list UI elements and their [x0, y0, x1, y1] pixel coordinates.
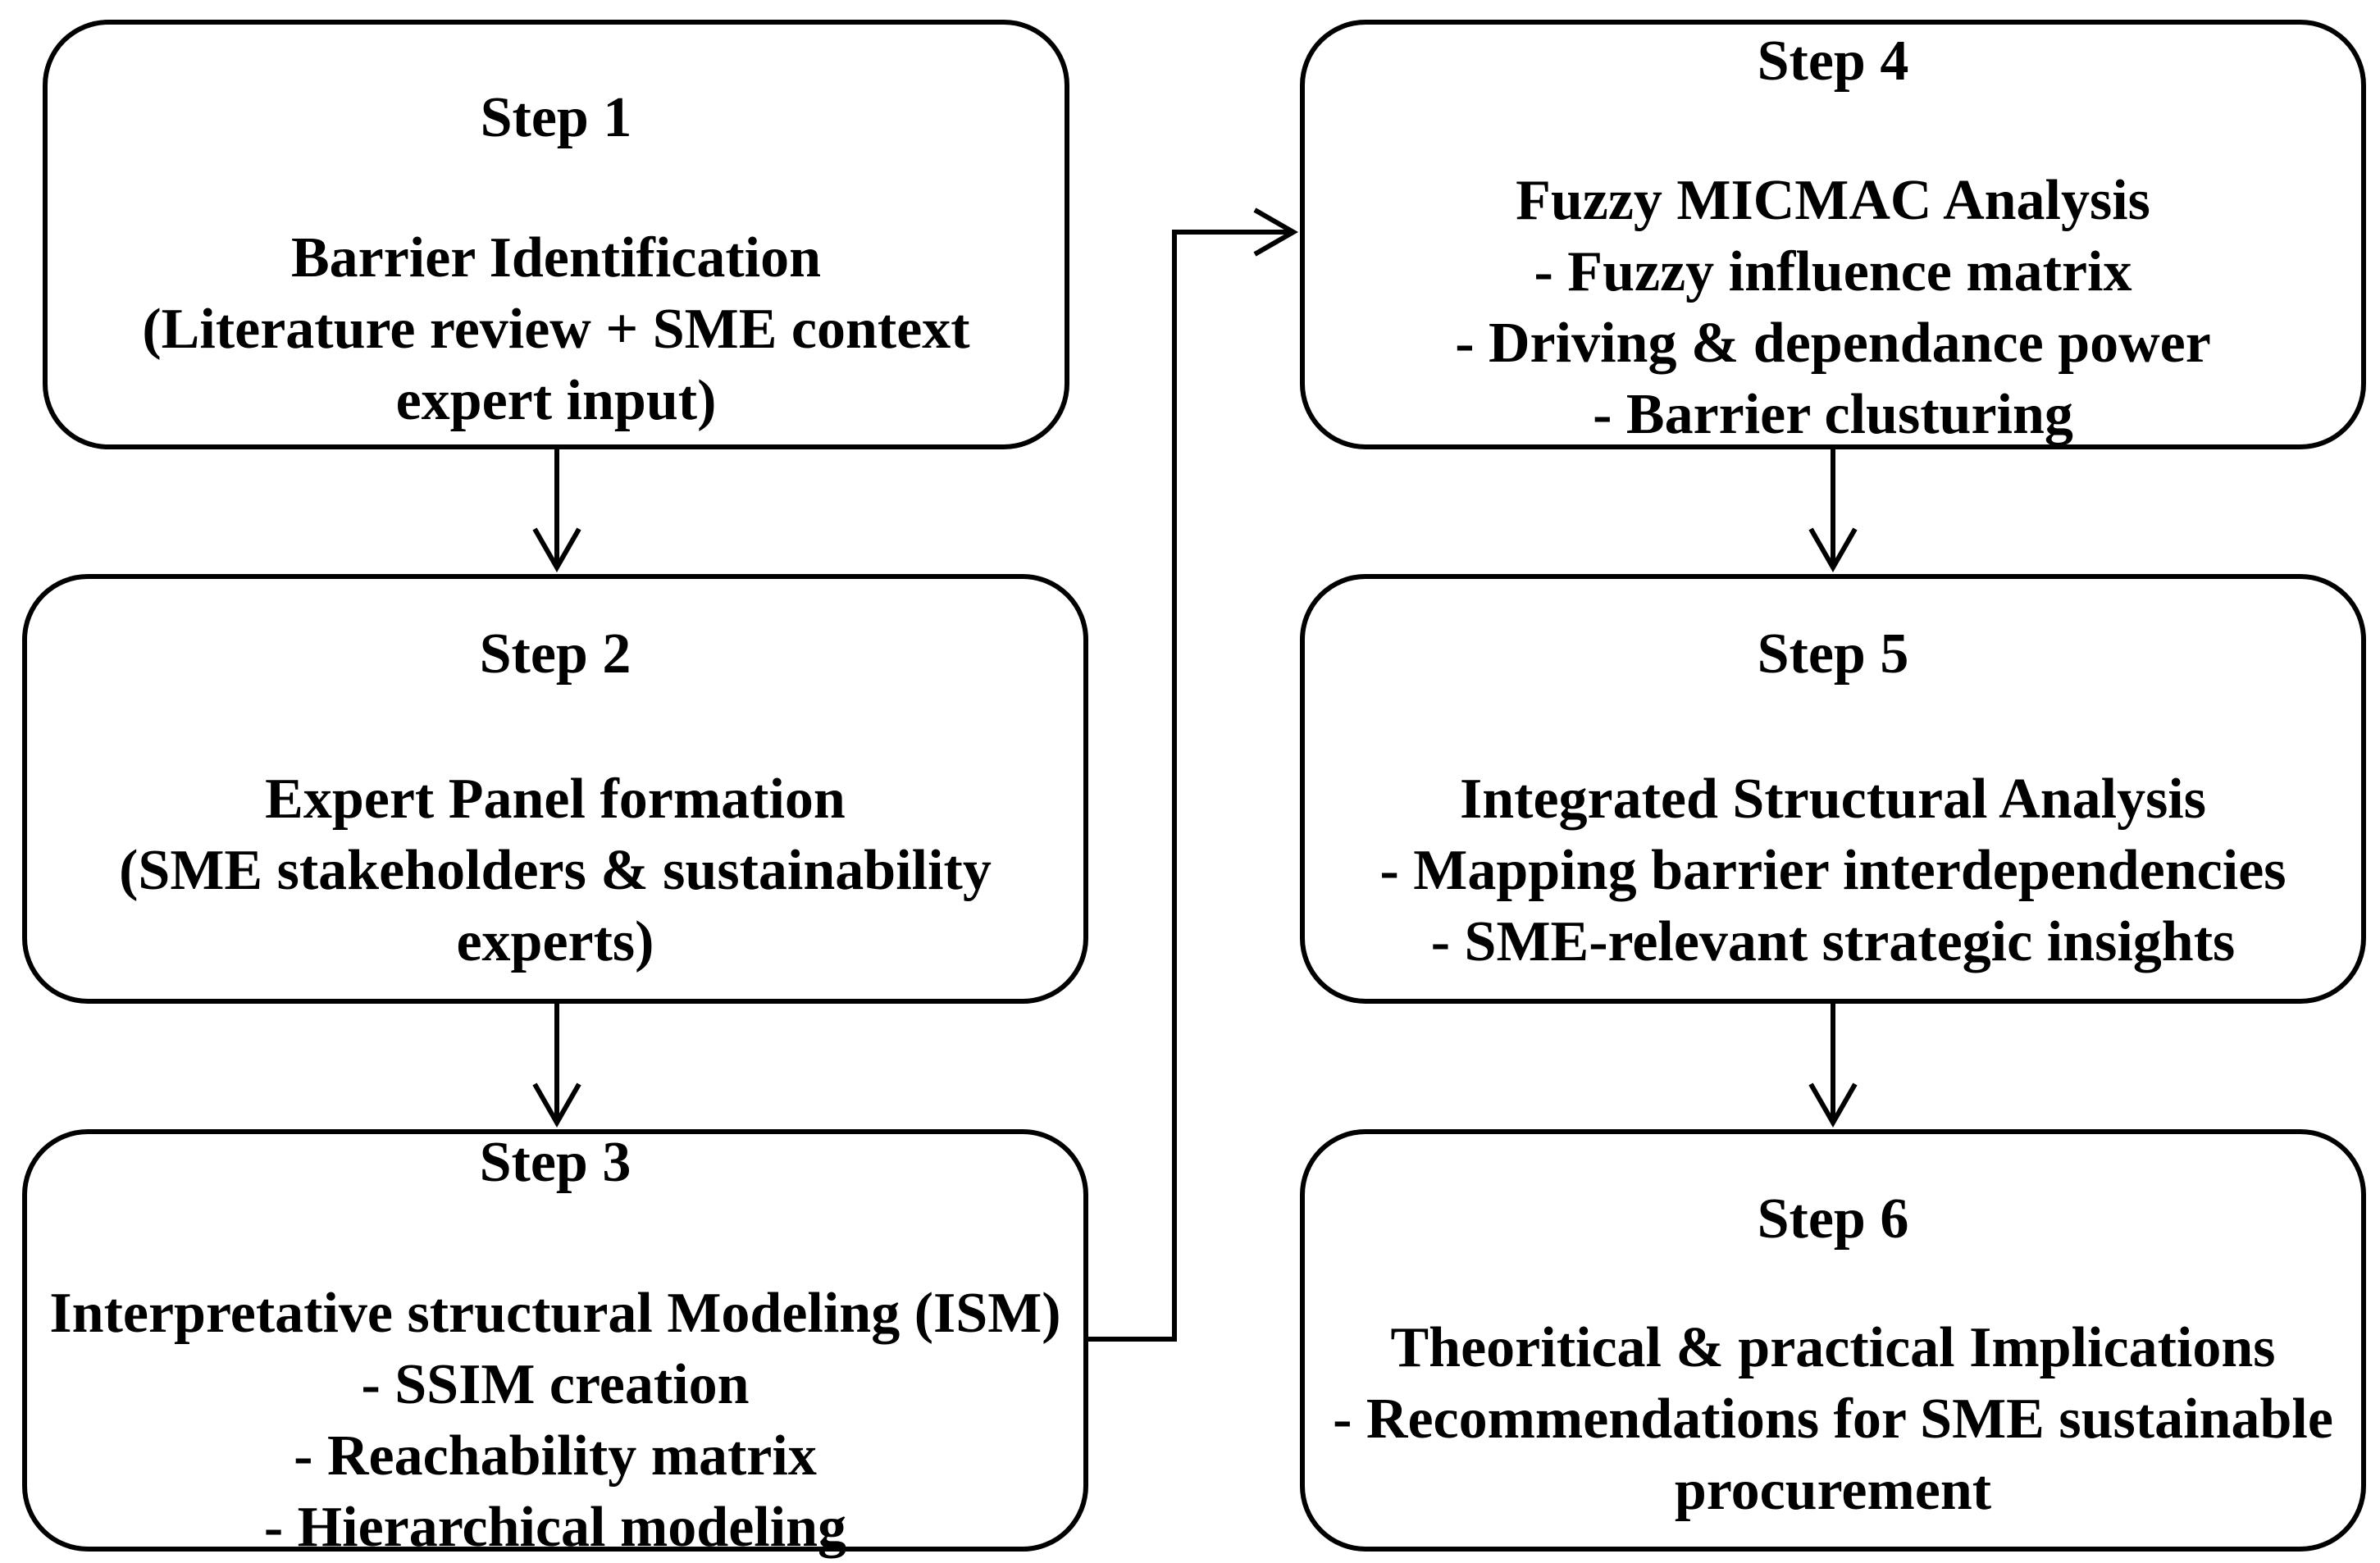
step-5-line-1: Integrated Structural Analysis — [1460, 768, 2206, 831]
step-5-box: Step 5 Integrated Structural Analysis - … — [1300, 574, 2366, 1004]
arrowhead-step4 — [1253, 207, 1299, 257]
step-3-title: Step 3 — [479, 1131, 631, 1194]
step-6-line-1: Theoritical & practical Implications — [1390, 1316, 2276, 1379]
step-1-text: Barrier Identification (Literature revie… — [48, 222, 1065, 436]
step-2-text: Expert Panel formation (SME stakeholders… — [27, 763, 1083, 977]
step-3-line-3: - Reachability matrix — [294, 1424, 817, 1488]
step-1-title: Step 1 — [480, 86, 632, 149]
step-2-line-2: (SME stakeholders & sustainability — [119, 839, 992, 902]
step-1-box: Step 1 Barrier Identification (Literatur… — [43, 20, 1069, 449]
step-6-box: Step 6 Theoritical & practical Implicati… — [1300, 1129, 2366, 1552]
step-1-line-1: Barrier Identification — [290, 226, 822, 289]
arrow-step3-to-step4 — [1088, 230, 1293, 1342]
arrowhead-step3 — [532, 1082, 581, 1128]
step-5-line-3: - SME-relevant strategic insights — [1430, 910, 2236, 973]
step-4-line-3: - Driving & dependance power — [1455, 312, 2211, 375]
step-3-text: Interpretative structural Modeling (ISM)… — [27, 1278, 1083, 1563]
step-1-line-3: expert input) — [395, 369, 717, 432]
step-6-line-2: - Recommendations for SME sustainable — [1333, 1388, 2333, 1451]
step-2-box: Step 2 Expert Panel formation (SME stake… — [22, 574, 1088, 1004]
step-3-box: Step 3 Interpretative structural Modelin… — [22, 1129, 1088, 1559]
step-2-title: Step 2 — [479, 622, 631, 686]
step-4-line-1: Fuzzy MICMAC Analysis — [1516, 169, 2150, 232]
step-6-line-3: procurement — [1674, 1459, 1992, 1522]
step-4-title: Step 4 — [1757, 30, 1909, 93]
step-6-text: Theoritical & practical Implications - R… — [1305, 1312, 2361, 1526]
step-5-title: Step 5 — [1757, 622, 1909, 686]
step-1-line-2: (Literature review + SME context — [142, 298, 970, 361]
step-3-line-1: Interpretative structural Modeling (ISM) — [49, 1282, 1061, 1345]
step-2-line-3: experts) — [456, 910, 654, 973]
step-3-line-4: - Hierarchical modeling — [263, 1496, 847, 1559]
step-4-line-4: - Barrier clusturing — [1593, 383, 2073, 446]
arrowhead-step6 — [1808, 1082, 1858, 1128]
arrowhead-step2 — [532, 527, 581, 573]
step-4-box: Step 4 Fuzzy MICMAC Analysis - Fuzzy inf… — [1300, 20, 2366, 449]
step-6-title: Step 6 — [1757, 1187, 1909, 1251]
step-3-line-2: - SSIM creation — [361, 1353, 750, 1416]
step-4-line-2: - Fuzzy influence matrix — [1534, 240, 2132, 303]
step-4-text: Fuzzy MICMAC Analysis - Fuzzy influence … — [1305, 165, 2361, 450]
step-5-text: Integrated Structural Analysis - Mapping… — [1305, 763, 2361, 977]
step-2-line-1: Expert Panel formation — [265, 768, 846, 831]
arrowhead-step5 — [1808, 527, 1858, 573]
step-5-line-2: - Mapping barrier interdependencies — [1379, 839, 2287, 902]
